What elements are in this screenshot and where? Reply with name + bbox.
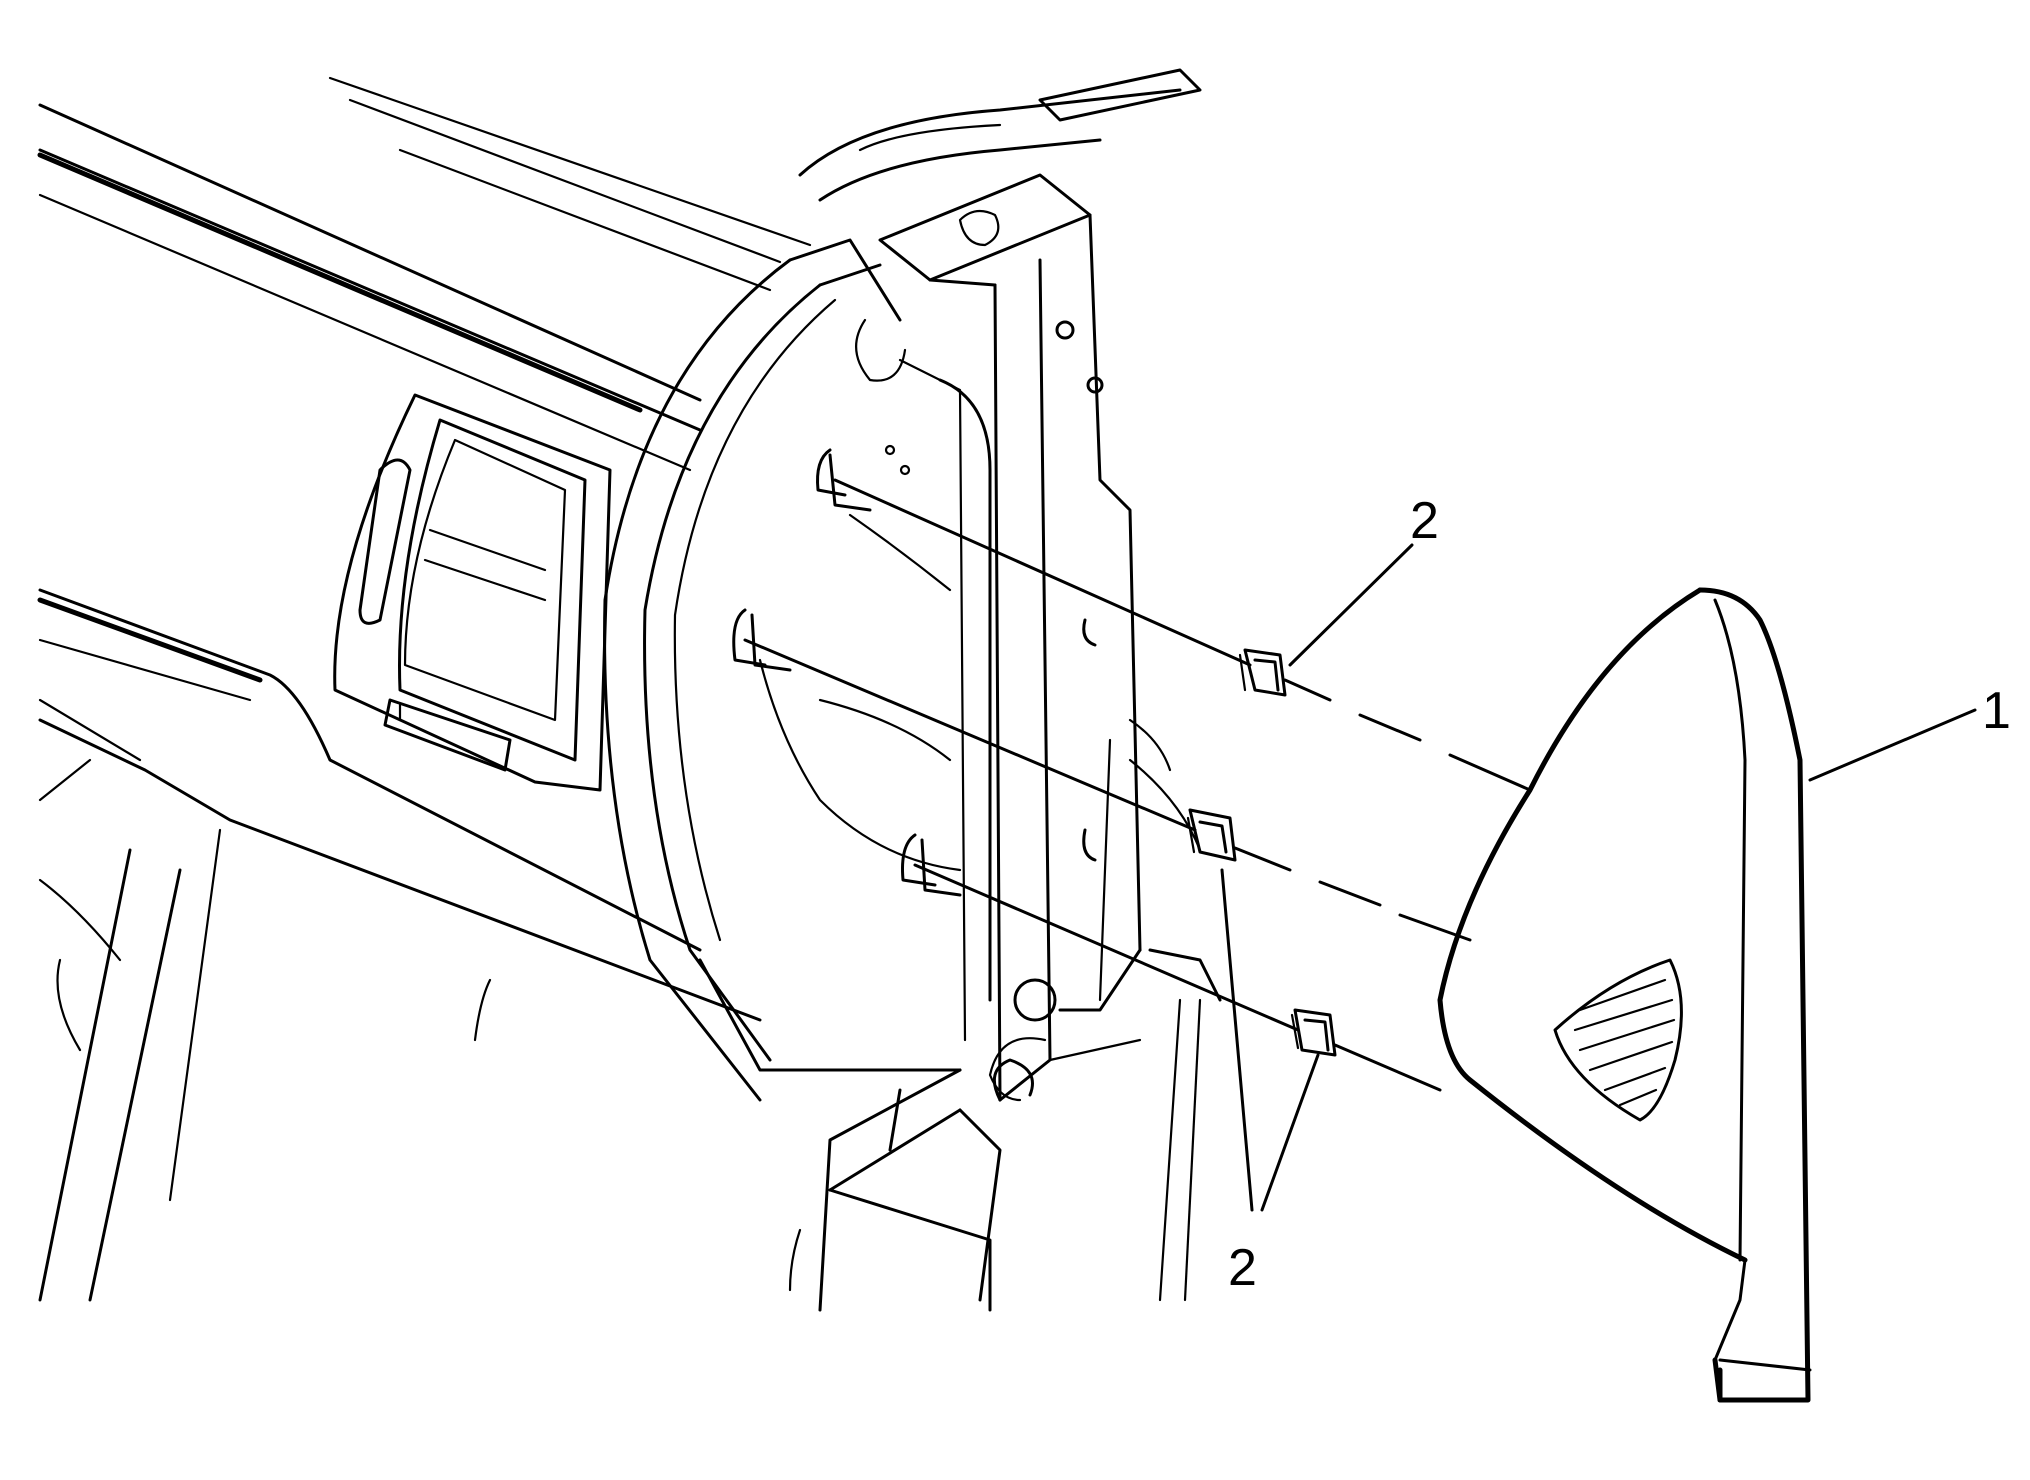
panel-side-opening [603,238,992,1102]
callout-1-label: 1 [1982,682,2011,740]
retainer-clip-lower [1290,1008,1337,1057]
body-pillar [788,68,1222,1312]
callout-2-upper: 2 [1288,492,1439,667]
callout-2-lower-label: 2 [1228,1239,1257,1297]
pillar-trim-panel [1437,587,1812,1403]
retainer-clip-middle [1186,808,1237,862]
instrument-panel [37,76,812,1302]
callout-2-lower: 2 [1220,868,1320,1297]
callout-2-upper-label: 2 [1410,492,1439,550]
retainer-clip-upper [1238,648,1287,697]
callout-1: 1 [1808,682,2011,782]
